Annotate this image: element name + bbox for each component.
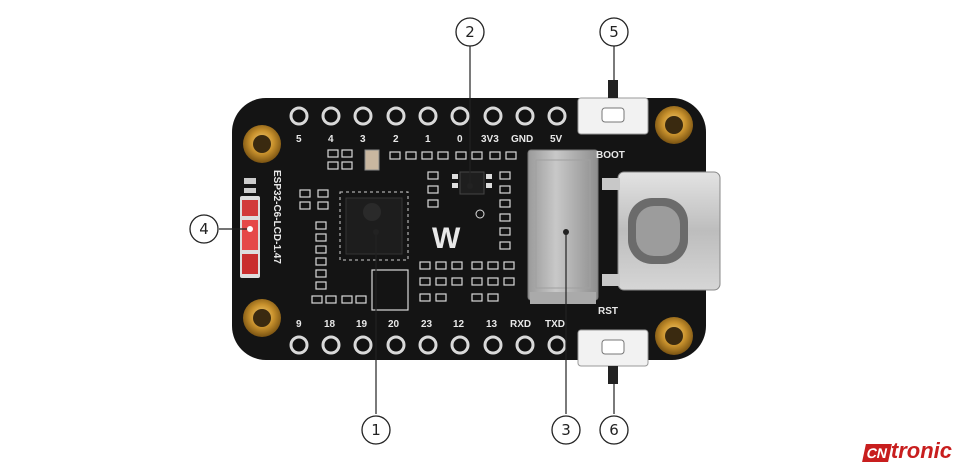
- callout-number: 1: [371, 421, 381, 439]
- pin-label: 5: [296, 134, 302, 145]
- reset-button: [577, 329, 649, 384]
- pin-label: 3: [360, 134, 366, 145]
- mounting-holes: [243, 106, 693, 355]
- callout-number: 2: [465, 23, 475, 41]
- callout-dot: [373, 229, 379, 235]
- pin-label: 0: [457, 134, 463, 145]
- bottom-pin-labels: 9 18 19 20 23 12 13 RXD TXD: [296, 319, 565, 330]
- pin-label: 18: [324, 319, 336, 330]
- pin-label: 4: [328, 134, 334, 145]
- crystal: [364, 149, 380, 171]
- pin-label: 19: [356, 319, 368, 330]
- callout-number: 3: [561, 421, 571, 439]
- watermark-cn: CN: [861, 444, 892, 462]
- top-pin-labels: 5 4 3 2 1 0 3V3 GND 5V: [296, 134, 563, 145]
- callout-number: 6: [609, 421, 619, 439]
- microsd-slot: [527, 149, 599, 304]
- callout-4: 4: [189, 214, 219, 244]
- callout-dot: [467, 183, 473, 189]
- rgb-led: [240, 178, 260, 278]
- pin-label: 5V: [550, 134, 563, 145]
- top-pin-holes: [289, 106, 567, 126]
- callout-lines: [219, 46, 615, 414]
- pin-label: GND: [511, 134, 533, 145]
- sensor-chip: [452, 171, 492, 195]
- pin-label: RXD: [510, 319, 531, 330]
- passive-components: [299, 149, 517, 311]
- registered-mark-icon: [475, 209, 485, 219]
- watermark-tronic: tronic: [890, 438, 952, 463]
- pin-label: 2: [393, 134, 399, 145]
- esp32-chip: [339, 191, 409, 261]
- callout-5: 5: [599, 17, 629, 47]
- callout-1: 1: [361, 415, 391, 445]
- callout-dot: [247, 226, 253, 232]
- usb-c-port: [602, 171, 721, 291]
- pin-label: TXD: [545, 319, 565, 330]
- pin-label: 13: [486, 319, 498, 330]
- bottom-pin-holes: [289, 335, 567, 355]
- callout-number: 4: [199, 220, 209, 238]
- callout-dot: [563, 229, 569, 235]
- board-name-label: ESP32-C6-LCD-1.47: [271, 170, 282, 264]
- callout-3: 3: [551, 415, 581, 445]
- rst-label: RST: [598, 306, 618, 317]
- brand-logo: W: [432, 222, 461, 255]
- watermark-logo: CN tronic: [861, 438, 952, 463]
- pin-label: 20: [388, 319, 400, 330]
- callout-2: 2: [455, 17, 485, 47]
- pin-label: 3V3: [481, 134, 499, 145]
- pin-label: 1: [425, 134, 431, 145]
- callout-6: 6: [599, 415, 629, 445]
- pin-label: 12: [453, 319, 465, 330]
- callout-number: 5: [609, 23, 619, 41]
- pin-label: 9: [296, 319, 302, 330]
- boot-button: [577, 80, 649, 135]
- boot-label: BOOT: [596, 150, 625, 161]
- pin-label: 23: [421, 319, 433, 330]
